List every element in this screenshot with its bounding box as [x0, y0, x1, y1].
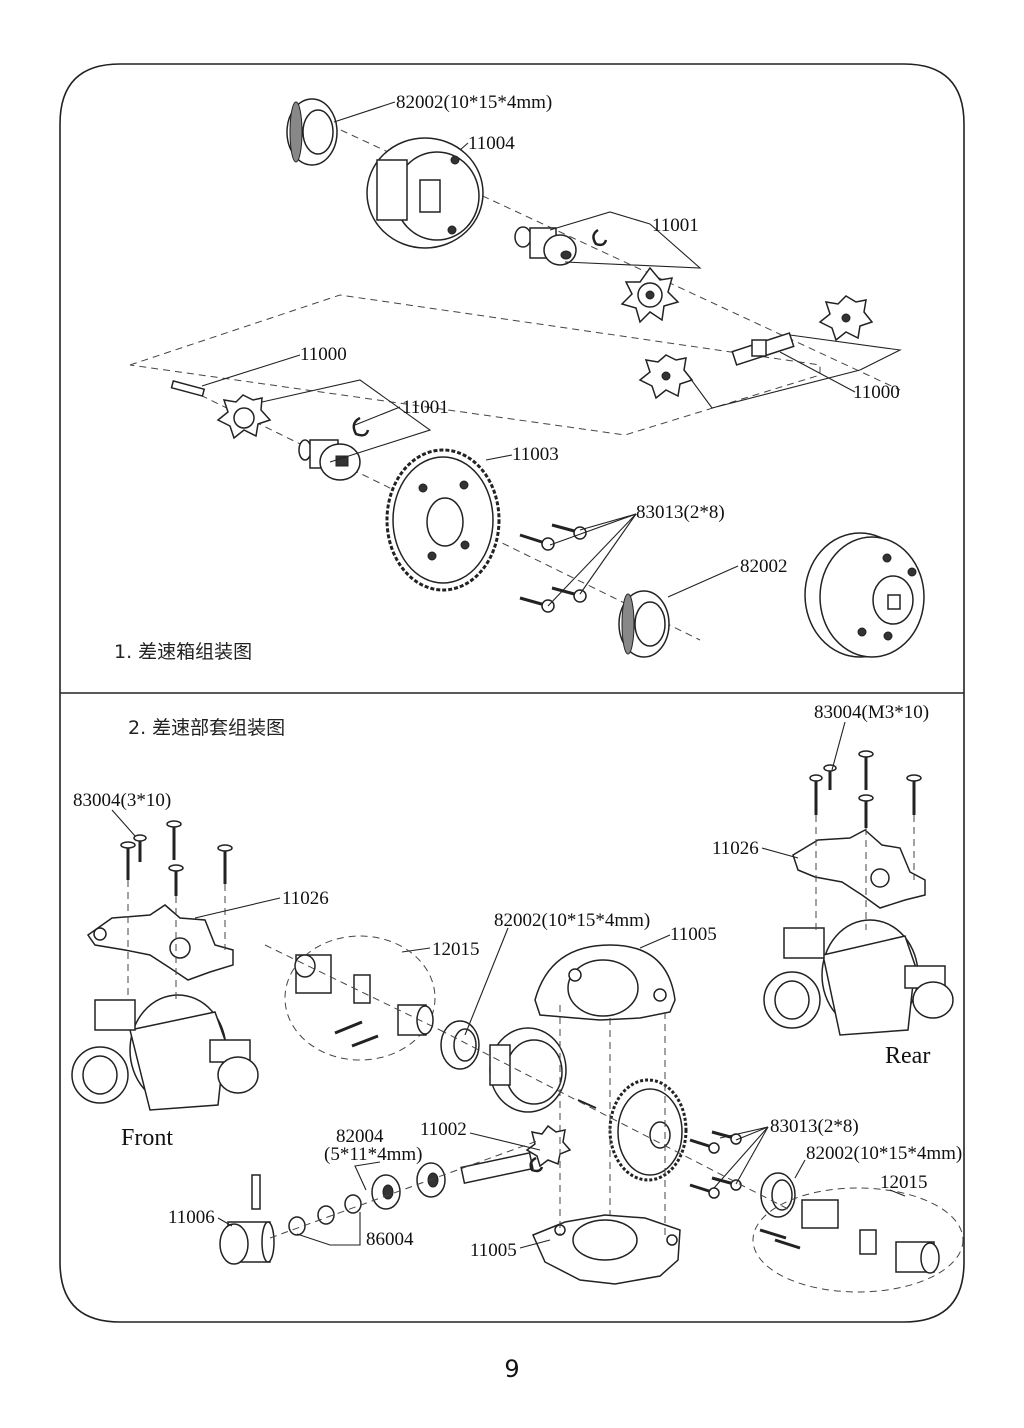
- section-2-diff-unit-assembly: 2. 差速部套组装图: [71, 702, 964, 1293]
- label-rear: Rear: [885, 1043, 930, 1069]
- label-86004: 86004: [366, 1229, 414, 1250]
- out-cup-11001-left: [298, 439, 361, 481]
- small-gear-right-top: [818, 295, 874, 342]
- section-1-diff-case-assembly: 82002(10*15*4mm) 11004 11001 11000 11000…: [114, 92, 925, 663]
- front-screws-83004: [120, 820, 233, 896]
- front-bracket-11026: [86, 904, 234, 981]
- guide-lines-section-2: [127, 815, 915, 1239]
- label-12015-bottom: 12015: [880, 1172, 928, 1193]
- rear-diff-housing: [763, 919, 954, 1036]
- section-1-title: 1. 差速箱组装图: [114, 641, 252, 663]
- small-gear-right-bottom: [638, 354, 694, 400]
- label-11004: 11004: [468, 133, 515, 154]
- label-83013-s2: 83013(2*8): [770, 1116, 859, 1137]
- washers-86004: [288, 1194, 362, 1236]
- group-12015-outline-bottom: [752, 1187, 964, 1293]
- bevel-gear-top: [620, 266, 680, 324]
- label-11026-front: 11026: [282, 888, 329, 909]
- page-frame: [59, 63, 965, 1323]
- label-83004-rear: 83004(M3*10): [814, 702, 929, 723]
- drive-cup-12015-bottom: [759, 1199, 940, 1274]
- bearing-82002-top: [286, 98, 338, 166]
- cross-shaft-11000-right: [731, 332, 795, 366]
- label-82002-top: 82002(10*15*4mm): [396, 92, 552, 113]
- input-shaft-11002: [460, 1099, 597, 1184]
- bearing-82002-s2-bottom: [760, 1172, 796, 1218]
- pin-11000-left: [170, 380, 206, 397]
- gearbox-half-11005-bottom: [532, 1214, 681, 1285]
- label-11000-left: 11000: [300, 344, 347, 365]
- screws-83013: [519, 523, 587, 613]
- label-82002-s2-top: 82002(10*15*4mm): [494, 910, 650, 931]
- diff-case-11004: [366, 137, 484, 249]
- label-11002: 11002: [420, 1119, 467, 1140]
- front-diff-housing: [71, 994, 259, 1111]
- label-11026-rear: 11026: [712, 838, 759, 859]
- label-11000-right: 11000: [853, 382, 900, 403]
- label-12015-top: 12015: [432, 939, 480, 960]
- label-11005-bottom: 11005: [470, 1240, 517, 1261]
- section-2-title: 2. 差速部套组装图: [128, 717, 285, 739]
- drive-cup-12015-top: [294, 954, 434, 1048]
- leader-lines-section-2: [111, 721, 906, 1249]
- label-83004-front: 83004(3*10): [73, 790, 171, 811]
- label-11001-top: 11001: [652, 215, 699, 236]
- group-12015-outline: [284, 935, 436, 1061]
- ring-gear-s2: [608, 1078, 688, 1182]
- label-82002-s2-bottom: 82002(10*15*4mm): [806, 1143, 962, 1164]
- label-82004-size: (5*11*4mm): [324, 1144, 423, 1165]
- label-11006: 11006: [168, 1207, 215, 1228]
- bearing-82002-bottom: [618, 590, 670, 658]
- page-number: 9: [504, 1355, 519, 1383]
- gearbox-half-11005-top: [534, 944, 676, 1021]
- rear-bracket-11026: [792, 829, 926, 909]
- out-cup-11001-top: [514, 226, 608, 266]
- bearings-82004: [371, 1162, 446, 1210]
- label-83013: 83013(2*8): [636, 502, 725, 523]
- assembled-differential: [804, 532, 925, 658]
- label-82004: 82004: [336, 1126, 384, 1147]
- label-front: Front: [121, 1125, 173, 1151]
- e-clip-11001: [352, 416, 370, 437]
- rear-screws-83004: [809, 750, 922, 828]
- label-82002-bottom: 82002: [740, 556, 788, 577]
- leader-lines-section-1: [201, 101, 902, 607]
- diff-case-s2: [489, 1027, 567, 1113]
- bevel-gear-left: [216, 394, 272, 440]
- label-11001-left: 11001: [402, 397, 449, 418]
- input-cup-11006: [219, 1174, 275, 1265]
- label-11005-top: 11005: [670, 924, 717, 945]
- bearing-82002-s2-top: [440, 1020, 480, 1070]
- ring-gear-11003: [385, 448, 501, 592]
- label-11003: 11003: [512, 444, 559, 465]
- screws-83013-s2: [689, 1130, 742, 1199]
